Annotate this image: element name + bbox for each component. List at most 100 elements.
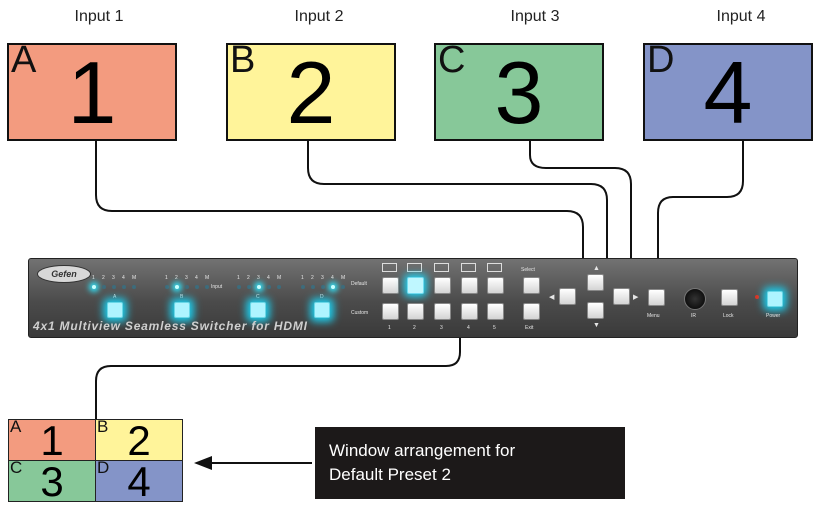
window-letter: B (180, 294, 184, 300)
input-number-label: 1 (165, 275, 168, 281)
custom-preset-2-button[interactable] (407, 303, 424, 320)
window-d-button[interactable] (314, 302, 330, 318)
output-cell-b: B 2 (95, 419, 183, 461)
input-led (267, 285, 271, 289)
cable-input-1 (95, 141, 584, 260)
input-led (341, 285, 345, 289)
screen-letter: C (438, 43, 466, 81)
power-label: Power (766, 313, 781, 319)
power-button[interactable] (767, 291, 783, 307)
input-led (311, 285, 315, 289)
custom-preset-5-button[interactable] (487, 303, 504, 320)
exit-label: Exit (525, 325, 534, 331)
cable-output (95, 337, 461, 420)
input-number-label: 3 (321, 275, 324, 281)
input-number-label: 1 (237, 275, 240, 281)
default-label: Default (351, 281, 367, 287)
layout-icon-1 (382, 263, 397, 272)
down-arrow-icon: ▼ (593, 322, 600, 329)
ir-label: IR (691, 313, 696, 319)
power-indicator-led (755, 295, 759, 299)
custom-preset-1-button[interactable] (382, 303, 399, 320)
input-number-label: 4 (195, 275, 198, 281)
input-led (195, 285, 199, 289)
input-number-label: 1 (301, 275, 304, 281)
cell-number: 4 (127, 460, 151, 502)
input-number-label: 4 (267, 275, 270, 281)
cable-input-3 (529, 141, 632, 260)
custom-preset-3-button[interactable] (434, 303, 451, 320)
callout-box: Window arrangement for Default Preset 2 (315, 427, 625, 499)
callout-arrow-head (194, 456, 212, 470)
input-number-label: M (205, 275, 210, 281)
input-led (301, 285, 305, 289)
input-led (175, 285, 179, 289)
cell-letter: C (10, 460, 23, 477)
exit-button[interactable] (523, 303, 540, 320)
input-number-label: 4 (122, 275, 125, 281)
switcher-front-panel: Gefen 1 2 3 4 M A 1 2 3 4 M Input B 1 2 … (28, 258, 798, 338)
layout-icon-4 (461, 263, 476, 272)
window-c-button[interactable] (250, 302, 266, 318)
lock-button[interactable] (721, 289, 738, 306)
screen-number: 3 (494, 43, 544, 141)
ir-sensor (684, 288, 706, 310)
screen-number: 2 (286, 43, 336, 141)
nav-up-button[interactable] (587, 274, 604, 291)
input-section-label: Input (211, 284, 223, 290)
custom-preset-4-button[interactable] (461, 303, 478, 320)
left-arrow-icon: ◀ (549, 294, 555, 301)
input-led (165, 285, 169, 289)
input-number-label: 2 (175, 275, 178, 281)
screen-number: 4 (703, 43, 753, 141)
input-led (205, 285, 209, 289)
input-led (112, 285, 116, 289)
cell-letter: B (97, 419, 109, 436)
nav-down-button[interactable] (587, 302, 604, 319)
input-label-3: Input 3 (510, 8, 560, 25)
default-preset-3-button[interactable] (434, 277, 451, 294)
select-button[interactable] (523, 277, 540, 294)
window-a-button[interactable] (107, 302, 123, 318)
output-cell-d: D 4 (95, 460, 183, 502)
cell-number: 3 (40, 460, 64, 502)
input-led (331, 285, 335, 289)
input-label-4: Input 4 (716, 8, 766, 25)
input-number-label: 4 (331, 275, 334, 281)
screen-number: 1 (67, 43, 117, 141)
up-arrow-icon: ▲ (593, 265, 600, 272)
input-number-label: 1 (92, 275, 95, 281)
input-number-label: M (277, 275, 282, 281)
callout-line-2: Default Preset 2 (329, 465, 451, 484)
default-preset-4-button[interactable] (461, 277, 478, 294)
nav-right-button[interactable] (613, 288, 630, 305)
output-cell-c: C 3 (8, 460, 96, 502)
input-screen-3: C 3 (434, 43, 604, 141)
input-led (185, 285, 189, 289)
input-led (92, 285, 96, 289)
brand-logo: Gefen (37, 265, 91, 283)
cell-number: 2 (127, 419, 151, 461)
default-preset-2-button[interactable] (407, 277, 424, 294)
lock-label: Lock (723, 313, 734, 319)
screen-letter: D (647, 43, 675, 81)
preset-number-label: 2 (413, 325, 416, 331)
menu-label: Menu (647, 313, 660, 319)
window-letter: C (256, 294, 260, 300)
preset-number-label: 4 (467, 325, 470, 331)
callout-line-1: Window arrangement for (329, 441, 516, 460)
menu-button[interactable] (648, 289, 665, 306)
window-b-button[interactable] (174, 302, 190, 318)
custom-label: Custom (351, 310, 369, 316)
default-preset-1-button[interactable] (382, 277, 399, 294)
device-model-title: 4x1 Multiview Seamless Switcher for HDMI (33, 319, 308, 333)
input-led (237, 285, 241, 289)
default-preset-5-button[interactable] (487, 277, 504, 294)
layout-icon-2 (407, 263, 422, 272)
cable-input-4 (657, 141, 744, 260)
nav-left-button[interactable] (559, 288, 576, 305)
cell-number: 1 (40, 419, 64, 461)
screen-letter: A (11, 43, 37, 81)
input-number-label: 3 (185, 275, 188, 281)
screen-letter: B (230, 43, 256, 81)
